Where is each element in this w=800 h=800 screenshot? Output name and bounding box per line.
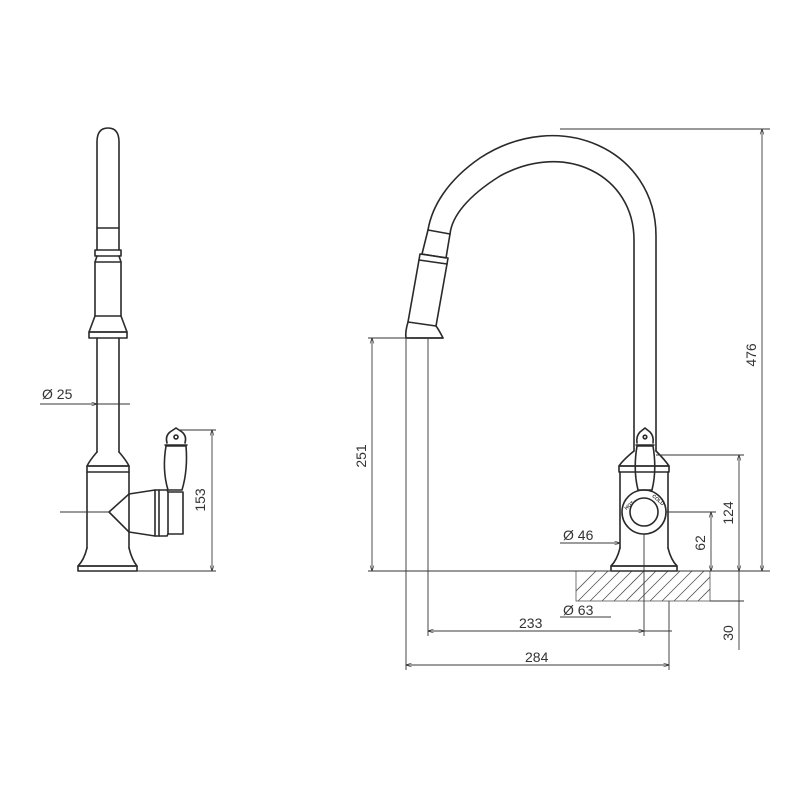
mounting-surface-hatch <box>575 570 711 602</box>
side-view: 153 Ø 25 <box>40 127 216 572</box>
body-diameter-label: Ø 46 <box>563 527 594 543</box>
overall-height-label: 476 <box>743 343 759 367</box>
front-view-faucet-outline: HOT COLD <box>404 134 678 572</box>
spout-reach-label: 233 <box>519 615 543 631</box>
base-diameter-label: Ø 63 <box>563 602 594 618</box>
side-height-label: 153 <box>192 488 208 512</box>
total-reach-label: 284 <box>525 649 549 665</box>
spout-height-label: 251 <box>353 444 369 468</box>
body-height-label: 62 <box>692 535 708 551</box>
front-view: HOT COLD 476 124 62 30 251 Ø 46 Ø 63 <box>353 129 770 670</box>
side-view-faucet-outline <box>77 127 188 572</box>
side-diameter-label: Ø 25 <box>42 386 73 402</box>
handle-height-label: 124 <box>720 501 736 525</box>
mount-thickness-label: 30 <box>720 625 736 641</box>
hot-marking: HOT <box>624 500 636 511</box>
